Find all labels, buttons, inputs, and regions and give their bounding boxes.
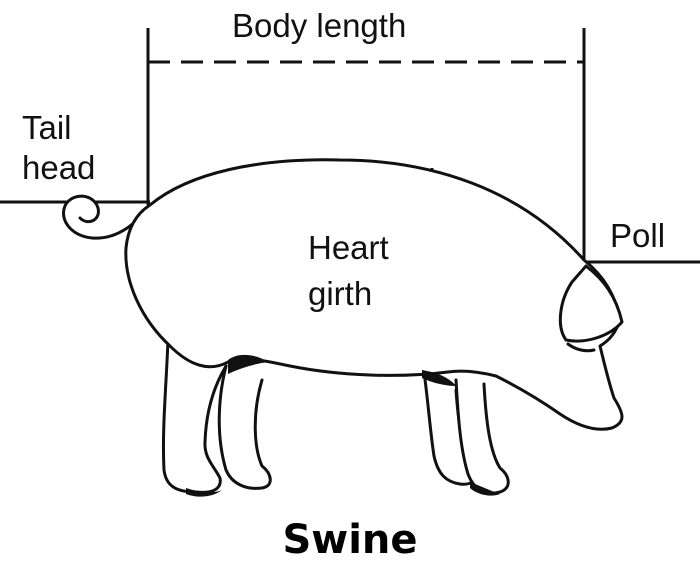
- poll-label: Poll: [610, 218, 665, 254]
- heart-girth-label-line-2: girth: [308, 271, 389, 317]
- tail-head-label-line-1: Tail: [22, 108, 95, 148]
- pig-outline: [64, 160, 622, 493]
- heart-girth-label-line-1: Heart: [308, 225, 389, 271]
- tail-head-label: Tail head: [22, 108, 95, 188]
- tail-head-label-line-2: head: [22, 148, 95, 188]
- rear-leg-right: [219, 366, 270, 488]
- body-length-label: Body length: [232, 8, 406, 44]
- diagram-caption: Swine: [0, 517, 700, 563]
- heart-girth-label: Heart girth: [308, 225, 389, 317]
